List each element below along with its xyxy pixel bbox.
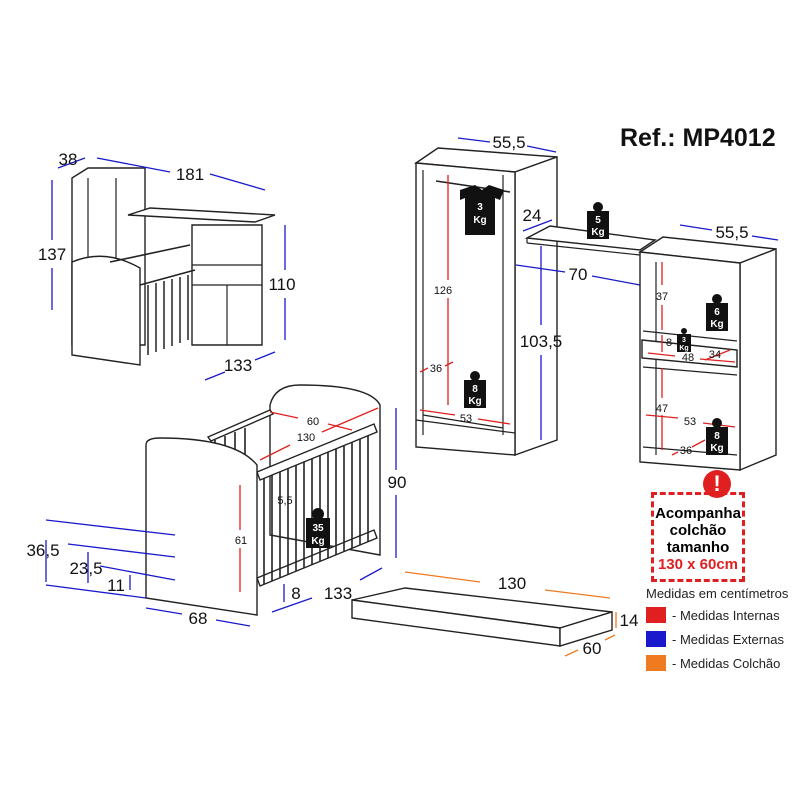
combo-crib-length-label: 133 xyxy=(224,356,252,375)
cabinet-upper-niche-label: 37 xyxy=(656,291,668,303)
notice-line: tamanho xyxy=(666,539,730,556)
svg-text:35: 35 xyxy=(312,523,324,534)
legend-swatch-orange xyxy=(646,655,666,671)
cabinet-inner-width-label: 53 xyxy=(684,416,696,428)
legend-swatch-blue xyxy=(646,631,666,647)
combo-depth-label: 38 xyxy=(59,150,78,169)
mattress-notice: Acompanha colchão tamanho 130 x 60cm xyxy=(651,492,745,582)
wardrobe-inner-width-label: 53 xyxy=(460,413,472,425)
cabinet-drawer-height-label: 8 xyxy=(666,337,672,349)
weight-icon: 8 Kg xyxy=(706,418,728,455)
legend-title: Medidas em centímetros xyxy=(646,586,789,601)
crib-drawing xyxy=(145,384,381,616)
cabinet-drawer-depth-label: 34 xyxy=(709,349,721,361)
svg-text:3: 3 xyxy=(682,337,686,344)
legend-item: - Medidas Externas xyxy=(646,627,788,651)
svg-text:8: 8 xyxy=(714,431,720,442)
legend-swatch-red xyxy=(646,607,666,623)
cabinet-lower-niche-label: 47 xyxy=(656,403,668,415)
notice-line: Acompanha xyxy=(655,505,741,522)
weight-icon: 3 Kg xyxy=(677,328,691,352)
svg-text:8: 8 xyxy=(472,384,478,395)
desk-height-label: 103,5 xyxy=(520,332,563,351)
svg-text:Kg: Kg xyxy=(710,319,723,330)
weight-icon: 3 Kg xyxy=(460,185,504,235)
notice-line: colchão xyxy=(669,522,727,539)
legend-label: - Medidas Externas xyxy=(672,631,784,647)
crib-floor-clearance-label: 8 xyxy=(291,584,300,603)
crib-rail-height-label: 61 xyxy=(235,535,247,547)
crib-length-label: 133 xyxy=(324,584,352,603)
combo-height-label: 137 xyxy=(38,245,66,264)
weight-icon: 6 Kg xyxy=(706,294,728,331)
crib-height-label: 90 xyxy=(388,473,407,492)
reference-code: Ref.: MP4012 xyxy=(620,124,776,152)
legend: Medidas em centímetros - Medidas Interna… xyxy=(646,586,788,675)
crib-slat-gap-label: 5,5 xyxy=(277,495,292,507)
svg-text:5: 5 xyxy=(595,215,601,226)
wardrobe-width-label: 55,5 xyxy=(492,133,525,152)
cabinet-inner-depth-label: 36 xyxy=(680,445,692,457)
crib-inner-length-label: 130 xyxy=(297,432,315,444)
crib-depth-label: 68 xyxy=(189,609,208,628)
crib-inner-width-label: 60 xyxy=(307,416,319,428)
crib-level-low-label: 11 xyxy=(107,576,125,595)
desk-depth-label: 24 xyxy=(523,206,542,225)
legend-item: - Medidas Colchão xyxy=(646,651,788,675)
legend-item: - Medidas Internas xyxy=(646,603,788,627)
cabinet-width-label: 55,5 xyxy=(715,223,748,242)
svg-text:6: 6 xyxy=(714,307,720,318)
crib-level-high-label: 36,5 xyxy=(26,541,59,560)
wardrobe-hanging-height-label: 126 xyxy=(434,285,452,297)
svg-text:Kg: Kg xyxy=(679,345,688,352)
weight-icon: 5 Kg xyxy=(587,202,609,239)
legend-label: - Medidas Colchão xyxy=(672,655,781,671)
weight-icon: 8 Kg xyxy=(464,371,486,408)
mattress-width-label: 60 xyxy=(583,639,602,658)
svg-text:Kg: Kg xyxy=(710,443,723,454)
combo-overview-drawing xyxy=(71,167,276,366)
alert-icon: ! xyxy=(703,470,731,498)
legend-label: - Medidas Internas xyxy=(672,607,780,623)
combo-cabinet-height-label: 110 xyxy=(268,275,295,294)
crib-level-mid-label: 23,5 xyxy=(69,559,102,578)
svg-text:Kg: Kg xyxy=(311,536,324,547)
svg-text:Kg: Kg xyxy=(591,227,604,238)
desk-span-label: 70 xyxy=(569,265,588,284)
svg-text:3: 3 xyxy=(477,202,483,213)
mattress-length-label: 130 xyxy=(498,574,526,593)
svg-text:Kg: Kg xyxy=(468,396,481,407)
mattress-height-label: 14 xyxy=(620,611,639,630)
cabinet-drawer-width-label: 48 xyxy=(682,352,694,364)
wardrobe-inner-depth-label: 36 xyxy=(430,363,442,375)
svg-text:Kg: Kg xyxy=(473,215,486,226)
notice-size: 130 x 60cm xyxy=(657,556,739,573)
combo-width-label: 181 xyxy=(176,165,204,184)
weight-icon: 35 Kg xyxy=(306,508,330,548)
mattress-drawing xyxy=(351,587,613,647)
